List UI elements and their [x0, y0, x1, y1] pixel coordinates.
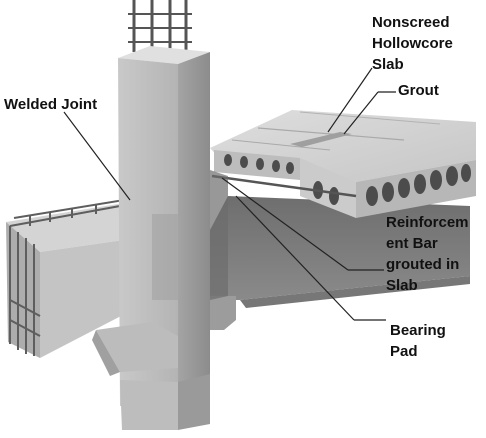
- leader-bearing-pad: [235, 195, 355, 321]
- leader-welded-joint: [63, 111, 131, 201]
- right-beam: [210, 196, 470, 308]
- label-grout: Grout: [398, 80, 439, 101]
- label-reinforcement-line-3: grouted in: [386, 256, 460, 273]
- column: [92, 0, 236, 430]
- column-rebar: [128, 0, 192, 56]
- label-bearing-pad: Bearing Pad: [390, 320, 446, 362]
- label-nonscreed-line-2: Hollowcore: [372, 35, 453, 52]
- label-nonscreed-hollowcore-slab: Nonscreed Hollowcore Slab: [372, 12, 453, 75]
- label-welded-joint-text: Welded Joint: [4, 96, 98, 113]
- label-reinforcement-line-1: Reinforcem: [386, 214, 469, 231]
- leader-lines: [63, 67, 396, 321]
- label-nonscreed-line-1: Nonscreed: [372, 14, 450, 31]
- label-bearing-line-1: Bearing: [390, 322, 446, 339]
- label-grout-text: Grout: [398, 82, 439, 99]
- leader-nonscreed: [327, 67, 373, 133]
- hollow-cores: [224, 154, 471, 206]
- label-welded-joint: Welded Joint: [4, 94, 97, 115]
- leader-reinforcement: [221, 177, 349, 271]
- label-reinforcement-line-4: Slab: [386, 277, 418, 294]
- label-bearing-line-2: Pad: [390, 343, 418, 360]
- leader-grout: [343, 91, 379, 135]
- label-nonscreed-line-3: Slab: [372, 56, 404, 73]
- label-reinforcement-line-2: ent Bar: [386, 235, 438, 252]
- label-reinforcement-bar: Reinforcem ent Bar grouted in Slab: [386, 212, 469, 296]
- hollowcore-slab: [210, 110, 476, 218]
